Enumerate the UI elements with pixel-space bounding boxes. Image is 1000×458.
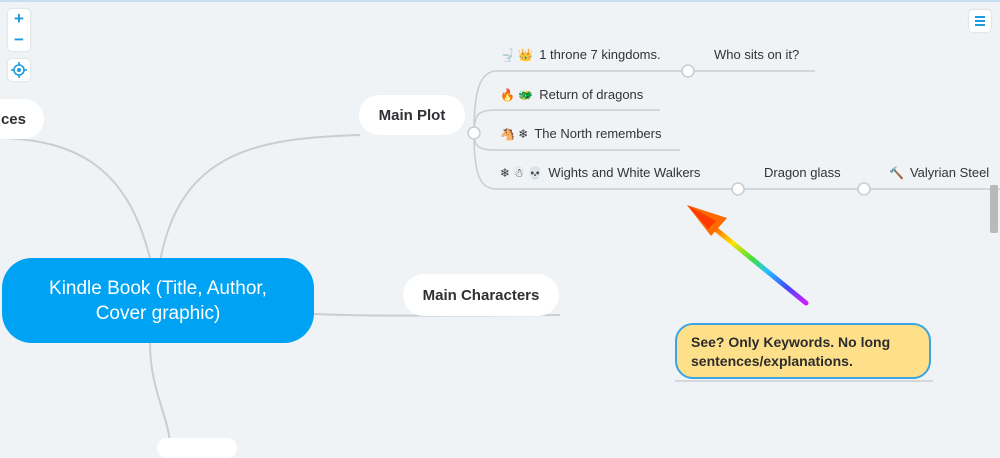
topic-wights-label: Wights and White Walkers	[548, 165, 701, 180]
hamburger-icon	[975, 16, 985, 26]
topic-north[interactable]: 🐴 ❄ The North remembers	[500, 126, 662, 141]
topic-wights[interactable]: ❄ ☃ 💀 Wights and White Walkers	[500, 165, 700, 180]
branch-partial-bottom[interactable]	[157, 438, 237, 458]
main-characters-label: Main Characters	[422, 286, 540, 304]
crosshair-icon	[11, 62, 27, 78]
topic-who-sits[interactable]: Who sits on it?	[714, 47, 799, 62]
topic-valyrian-steel[interactable]: 🔨 Valyrian Steel	[889, 165, 989, 180]
horse-snowflake-icons: 🐴 ❄	[500, 126, 529, 141]
callout-note[interactable]: See? Only Keywords. No long sentences/ex…	[675, 323, 931, 379]
branch-main-characters[interactable]: Main Characters	[403, 274, 559, 316]
topic-dragon-glass-label: Dragon glass	[764, 165, 841, 180]
topic-north-label: The North remembers	[534, 126, 662, 141]
central-topic[interactable]: Kindle Book (Title, Author, Cover graphi…	[2, 258, 314, 343]
central-topic-line2: Cover graphic)	[95, 302, 221, 324]
toilet-crown-icons: 🚽 👑	[500, 47, 534, 62]
main-plot-label: Main Plot	[378, 106, 446, 124]
scrollbar-thumb[interactable]	[990, 185, 998, 233]
branch-partial-left-label: ices	[0, 110, 26, 128]
topic-dragons-label: Return of dragons	[539, 87, 644, 102]
zoom-out-button[interactable]: −	[14, 30, 24, 49]
zoom-controls: + −	[8, 9, 30, 51]
fire-dragon-icons: 🔥 🐲	[500, 87, 534, 102]
zoom-in-button[interactable]: +	[14, 9, 24, 28]
topic-dragons[interactable]: 🔥 🐲 Return of dragons	[500, 87, 643, 102]
branch-main-plot[interactable]: Main Plot	[359, 95, 465, 135]
locate-button[interactable]	[8, 59, 30, 81]
topic-throne-label: 1 throne 7 kingdoms.	[539, 47, 661, 62]
connector-lines	[0, 64, 1000, 446]
central-topic-line1: Kindle Book (Title, Author,	[49, 277, 267, 299]
callout-note-text: See? Only Keywords. No long sentences/ex…	[691, 334, 891, 369]
branch-partial-left[interactable]: ices	[0, 99, 44, 139]
top-border	[0, 0, 1000, 2]
topic-dragon-glass[interactable]: Dragon glass	[764, 165, 841, 180]
topic-who-sits-label: Who sits on it?	[714, 47, 800, 62]
topic-valyrian-steel-label: Valyrian Steel	[909, 165, 990, 180]
hammer-icon: 🔨	[889, 165, 904, 180]
topic-throne[interactable]: 🚽 👑 1 throne 7 kingdoms.	[500, 47, 661, 62]
snowflake-snowman-skull-icons: ❄ ☃ 💀	[500, 165, 543, 180]
menu-button[interactable]	[969, 10, 991, 32]
